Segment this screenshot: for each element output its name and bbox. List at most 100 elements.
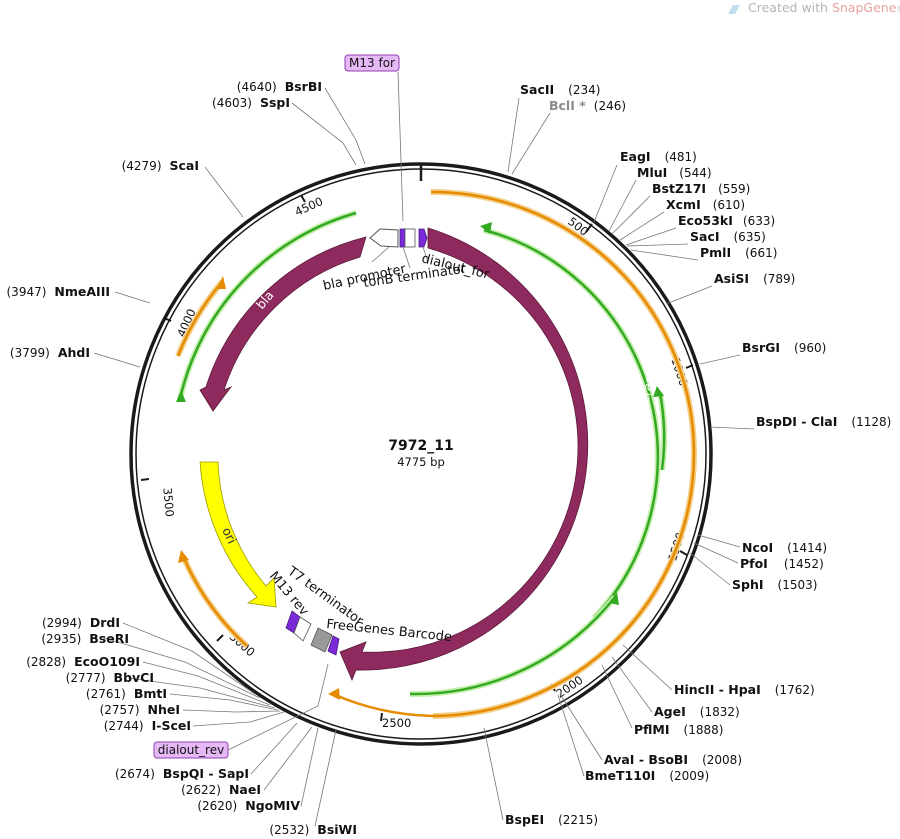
leader-sacii — [507, 97, 520, 173]
site-position: (2777) — [66, 671, 106, 685]
site-name: BbvCI — [114, 670, 154, 685]
watermark-registered: ® — [896, 5, 900, 15]
site-position: (559) — [718, 182, 750, 196]
site-ncoi[interactable]: NcoI(1414) — [742, 540, 827, 555]
orf-green-lower-core — [409, 596, 616, 696]
site-name: I-SceI — [152, 718, 191, 733]
orf-green-left-core — [178, 211, 357, 400]
site-position: (2761) — [86, 687, 126, 701]
site-bspei[interactable]: BspEI(2215) — [505, 812, 598, 827]
site-name: BseRI — [89, 631, 129, 646]
snapgene-watermark: Created with SnapGene® — [728, 0, 900, 15]
leader-bseri — [103, 637, 261, 699]
site-position: (2935) — [41, 632, 81, 646]
orf-green-right-head — [480, 222, 492, 234]
site-position: (2008) — [702, 753, 742, 767]
site-sacii[interactable]: SacII(234) — [520, 82, 600, 97]
t7-rna-polymerase-arrow — [339, 227, 589, 682]
leader-scai — [204, 166, 244, 218]
watermark-prefix: Created with — [748, 0, 832, 15]
site-pfoi[interactable]: PfoI(1452) — [740, 556, 824, 571]
site-position: (661) — [745, 246, 777, 260]
orf-green-left-head — [176, 390, 186, 402]
site-name: BstZ17I — [652, 181, 706, 196]
tick-mark-4000 — [163, 317, 172, 322]
leader-drdi — [122, 622, 256, 695]
tick-mark-500 — [585, 223, 593, 233]
site-hincii-hpai[interactable]: HincII - HpaI(1762) — [674, 682, 815, 697]
site-pflmi[interactable]: PflMI(1888) — [634, 722, 723, 737]
site-saci[interactable]: SacI(635) — [690, 229, 766, 244]
site-position: (1503) — [778, 578, 818, 592]
site-bsrgi[interactable]: BsrGI(960) — [742, 340, 826, 355]
site-asisi[interactable]: AsiSI(789) — [714, 271, 795, 286]
m13-rev-feature — [293, 616, 312, 642]
site-position: (1832) — [700, 705, 740, 719]
bla-arrow — [199, 236, 367, 412]
site-bmti[interactable]: (2761)BmtI — [86, 686, 167, 701]
orf-green-lower-head — [609, 592, 619, 605]
leader-pfoi — [693, 542, 739, 564]
site-position: (2757) — [100, 703, 140, 717]
leader-bbvci — [127, 677, 276, 709]
site-mlui[interactable]: MluI(544) — [637, 165, 712, 180]
site-bspdi-clai[interactable]: BspDI - ClaI(1128) — [756, 414, 891, 429]
tick-mark-1500 — [679, 550, 688, 556]
site-pmli[interactable]: PmlI (661) — [700, 245, 777, 260]
site-name: PmlI — [700, 245, 731, 260]
site-name: ScaI — [170, 158, 200, 173]
site-position: (1128) — [851, 415, 891, 429]
site-agei[interactable]: AgeI(1832) — [654, 704, 740, 719]
site-xcmi[interactable]: XcmI(610) — [666, 197, 745, 212]
site-sphi[interactable]: SphI(1503) — [732, 577, 817, 592]
site-ecoo109i[interactable]: (2828)EcoO109I — [26, 654, 140, 669]
site-bsrbi[interactable]: (4640)BsrBI — [237, 79, 322, 94]
site-eagi[interactable]: EagI(481) — [620, 149, 697, 164]
site-bspqi-sapi[interactable]: (2674)BspQI - SapI — [115, 766, 249, 781]
leader-bmet110i — [557, 694, 585, 777]
leader-bsiwi — [314, 729, 337, 827]
site-name: MluI — [637, 165, 667, 180]
site-name: AvaI - BsoBI — [604, 752, 688, 767]
site-bbvci[interactable]: (2777) BbvCI — [66, 670, 154, 685]
dialout-rev-primer[interactable]: dialout_rev — [153, 741, 229, 759]
orf-orange-left-head — [216, 276, 226, 289]
site-name: AhdI — [58, 345, 90, 360]
site-name: NaeI — [229, 782, 261, 797]
site-bcli[interactable]: BclI *(246) — [549, 98, 626, 113]
site-nhei[interactable]: (2757)NheI — [100, 702, 180, 717]
site-eco53ki[interactable]: Eco53kI(633) — [678, 213, 775, 228]
site-bseri[interactable]: (2935) BseRI — [41, 631, 129, 646]
site-bstz17i[interactable]: BstZ17I (559) — [652, 181, 750, 196]
spacer-feature — [404, 228, 416, 248]
leader-sphi — [689, 552, 731, 586]
m13-for-primer[interactable]: M13 for — [344, 54, 400, 72]
site-drdi[interactable]: (2994)DrdI — [42, 615, 120, 630]
site-i-scei[interactable]: (2744)I-SceI — [104, 718, 191, 733]
site-position: (789) — [763, 272, 795, 286]
freegenes-barcode-feature — [310, 627, 333, 653]
orf-green-right-core — [483, 228, 660, 619]
site-name: BmeT110I — [585, 768, 655, 783]
site-nmeaiii[interactable]: (3947)NmeAIII — [7, 284, 111, 299]
leader-sspi — [291, 102, 357, 166]
site-position: (633) — [743, 214, 775, 228]
site-avai-bsobi[interactable]: AvaI - BsoBI (2008) — [604, 752, 742, 767]
site-name: EagI — [620, 149, 651, 164]
site-name: HincII - HpaI — [674, 682, 761, 697]
site-name: SacII — [520, 82, 554, 97]
site-position: (2674) — [115, 767, 155, 781]
site-bmet110i[interactable]: BmeT110I(2009) — [585, 768, 709, 783]
site-name: BspEI — [505, 812, 544, 827]
site-name: DrdI — [90, 615, 120, 630]
site-naei[interactable]: (2622)NaeI — [181, 782, 261, 797]
site-sspi[interactable]: (4603)SspI — [212, 95, 290, 110]
site-ngomiv[interactable]: (2620)NgoMIV — [197, 798, 300, 813]
site-name: EcoO109I — [74, 654, 140, 669]
site-bsiwi[interactable]: (2532)BsiWI — [269, 822, 357, 837]
site-position: (610) — [713, 198, 745, 212]
leader-bspqi — [250, 722, 298, 775]
site-ahdi[interactable]: (3799)AhdI — [10, 345, 90, 360]
site-scai[interactable]: (4279)ScaI — [122, 158, 199, 173]
